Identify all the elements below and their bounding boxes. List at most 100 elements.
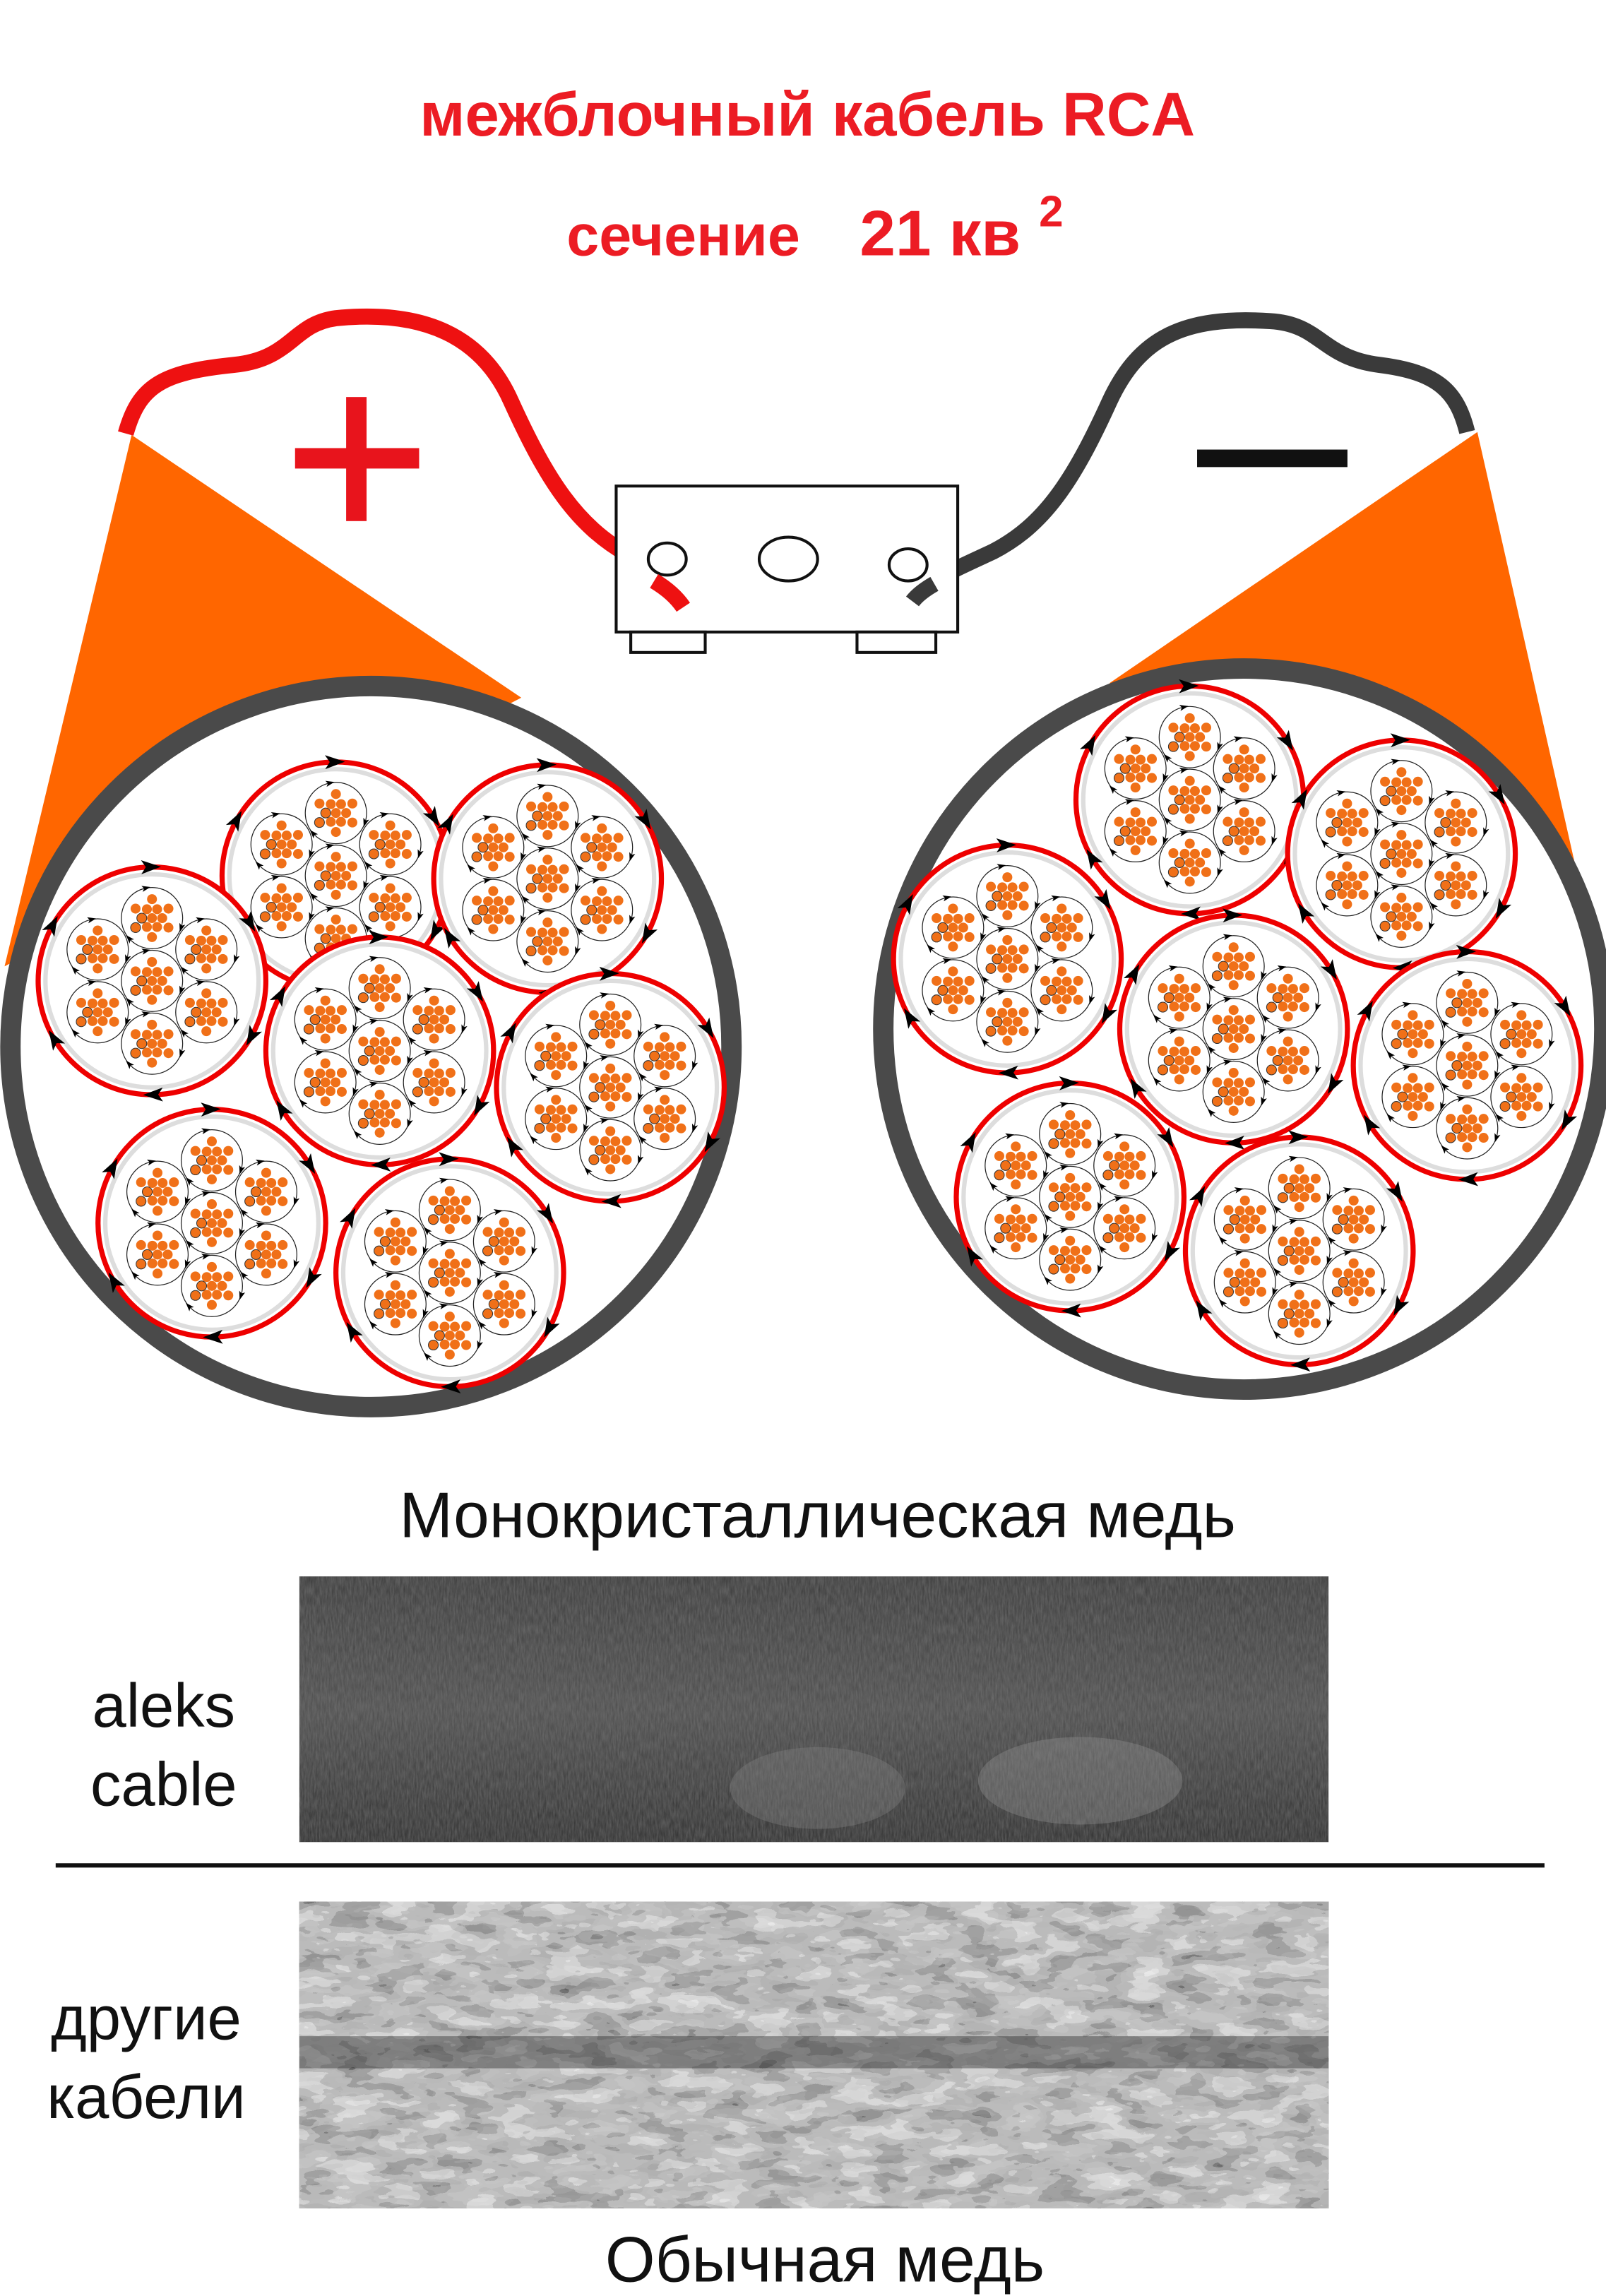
copper-strand [1412, 1020, 1423, 1030]
copper-strand [281, 831, 292, 841]
current-arrow-icon [1495, 1051, 1504, 1060]
copper-strand [676, 1104, 686, 1114]
copper-strand [1184, 838, 1195, 849]
copper-strand [1342, 817, 1352, 828]
copper-strand [424, 1085, 434, 1097]
copper-strand [444, 1311, 455, 1322]
copper-strand [191, 944, 202, 955]
copper-strand [1244, 970, 1255, 981]
current-arrow-icon [201, 1128, 210, 1134]
copper-strand [157, 1038, 167, 1049]
strand-group [922, 958, 987, 1022]
copper-strand [1066, 985, 1077, 996]
strand-group [472, 1209, 537, 1273]
copper-strand [1364, 1268, 1375, 1278]
copper-strand [320, 1096, 331, 1107]
copper-strand [1406, 911, 1417, 922]
copper-strand [1135, 817, 1146, 828]
strand-group [348, 956, 413, 1020]
copper-strand [391, 1118, 401, 1129]
current-arrow-icon [980, 994, 987, 1005]
current-arrow-icon [423, 1290, 432, 1299]
copper-strand [109, 934, 119, 946]
copper-strand [1002, 910, 1013, 920]
current-arrow-icon [417, 849, 424, 859]
current-arrow-icon [255, 1159, 265, 1166]
copper-strand [201, 988, 212, 999]
current-arrow-icon [989, 1182, 998, 1191]
copper-strand [1244, 835, 1254, 845]
current-arrow-icon [439, 1303, 448, 1309]
copper-strand [997, 1008, 1008, 1018]
copper-strand [1266, 983, 1277, 994]
copper-strand [504, 1308, 515, 1319]
copper-strand [1027, 1213, 1037, 1224]
copper-strand [1228, 1024, 1239, 1035]
copper-strand [1446, 871, 1456, 881]
copper-strand [1228, 980, 1239, 991]
current-arrow-icon [293, 1196, 300, 1206]
copper-strand [147, 994, 157, 1005]
current-arrow-icon [1207, 983, 1216, 992]
copper-strand [504, 1245, 515, 1256]
copper-strand [184, 953, 196, 965]
copper-strand [1424, 1101, 1434, 1112]
copper-strand [1065, 1148, 1076, 1158]
copper-strand [260, 830, 270, 840]
copper-strand [1233, 1015, 1244, 1025]
copper-strand [1190, 1064, 1201, 1075]
copper-strand [1018, 1007, 1029, 1018]
current-arrow-icon [691, 1061, 698, 1071]
copper-strand [1179, 984, 1189, 994]
copper-strand [335, 862, 346, 872]
copper-strand [1500, 1082, 1511, 1093]
copper-strand [610, 1136, 621, 1147]
copper-strand [157, 1240, 168, 1251]
copper-strand [390, 1217, 400, 1227]
copper-strand [109, 997, 119, 1008]
current-arrow-icon [1458, 1172, 1478, 1186]
current-arrow-icon [531, 1309, 537, 1319]
copper-strand [347, 880, 357, 891]
copper-strand [320, 807, 331, 819]
copper-strand [1434, 871, 1445, 881]
copper-strand [266, 1196, 277, 1206]
copper-strand [320, 870, 331, 881]
copper-strand [1244, 1223, 1255, 1234]
copper-strand [217, 1155, 227, 1166]
copper-strand [1244, 817, 1254, 828]
current-arrow-icon [141, 948, 151, 955]
copper-strand [986, 1007, 997, 1018]
copper-strand [1516, 1092, 1527, 1102]
copper-strand [266, 901, 277, 913]
copper-strand [1353, 1268, 1364, 1279]
copper-strand [509, 1236, 520, 1247]
current-arrow-icon [309, 830, 319, 839]
copper-strand [1016, 1232, 1026, 1242]
current-arrow-icon [102, 1158, 118, 1179]
copper-strand [1125, 772, 1136, 783]
copper-strand [385, 1108, 395, 1119]
copper-strand [141, 904, 153, 915]
copper-strand [1184, 992, 1195, 1003]
copper-strand [1401, 777, 1412, 787]
current-arrow-icon [125, 1016, 131, 1027]
copper-strand [93, 1007, 103, 1018]
copper-strand [368, 848, 379, 859]
copper-strand [580, 896, 591, 906]
current-arrow-icon [255, 1222, 265, 1229]
copper-strand [315, 1068, 326, 1078]
copper-strand [212, 1272, 222, 1283]
copper-strand [390, 1236, 400, 1247]
current-arrow-icon [1456, 1033, 1466, 1040]
copper-strand [488, 924, 499, 934]
copper-strand [1235, 1268, 1245, 1279]
copper-strand [184, 997, 195, 1008]
copper-strand [379, 1100, 390, 1110]
copper-strand [605, 1063, 616, 1073]
copper-strand [660, 1114, 670, 1124]
copper-strand [615, 1019, 626, 1030]
copper-strand [190, 1164, 201, 1176]
copper-strand [1168, 847, 1179, 859]
current-arrow-icon [1179, 679, 1199, 694]
